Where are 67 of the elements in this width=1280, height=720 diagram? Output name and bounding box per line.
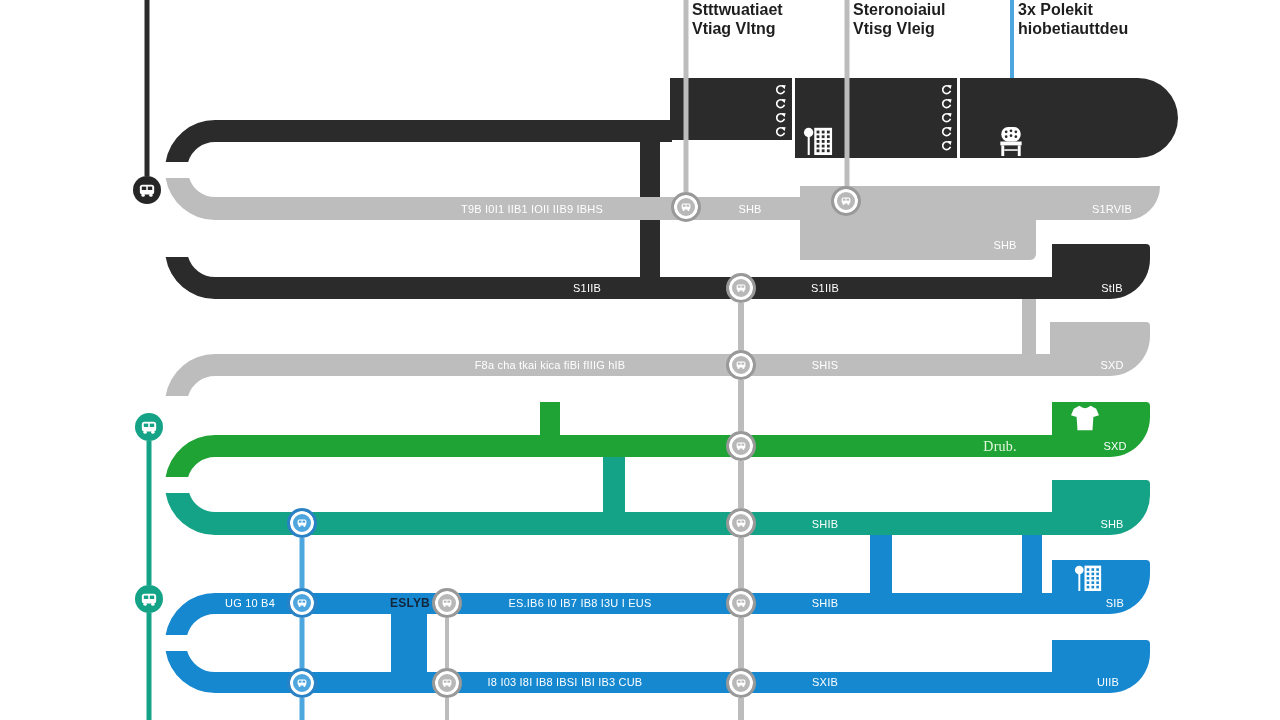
station-circle <box>287 668 317 698</box>
route-line <box>445 618 449 668</box>
route-label: Steronoiaiul Vtisg Vleig <box>841 0 963 38</box>
route-band <box>215 78 1178 158</box>
route-line <box>844 158 850 186</box>
track-connector <box>640 220 660 277</box>
route-line <box>144 0 150 176</box>
route-line <box>146 441 152 585</box>
station-circle <box>726 668 756 698</box>
track-connector <box>540 402 560 435</box>
route-line <box>738 303 744 350</box>
route-line <box>738 461 744 508</box>
band-label: SXD <box>1100 358 1124 372</box>
band-label: SHIB <box>811 596 839 610</box>
station-circle <box>726 508 756 538</box>
route-line <box>299 538 305 588</box>
band-label: StIB <box>1101 281 1123 295</box>
station-circle <box>726 588 756 618</box>
station-circle <box>133 176 161 204</box>
band-label: SHB <box>738 202 762 216</box>
route-line <box>738 618 744 668</box>
station-circle <box>135 413 163 441</box>
track-connector <box>640 158 660 197</box>
route-label: Stttwuatiaet Vtiag Vltng <box>680 0 802 38</box>
station-circle <box>671 192 701 222</box>
band-label: SHIB <box>811 517 839 531</box>
band-label: SXD <box>1103 439 1127 453</box>
route-line <box>146 613 152 720</box>
route-line <box>299 698 305 720</box>
route-line <box>299 618 305 668</box>
station-circle <box>432 588 462 618</box>
band-label: UG 10 B4 <box>225 596 275 610</box>
band-label: Drub. <box>983 438 1017 454</box>
station-circle <box>726 273 756 303</box>
band-label: SIB <box>1105 596 1125 610</box>
band-label: SXIB <box>812 675 838 689</box>
band-label: S1IIB <box>573 281 601 295</box>
band-label: F8a cha tkai kica fiBi fIIIG hIB <box>474 358 626 372</box>
track-connector <box>870 535 892 593</box>
route-line <box>683 158 689 192</box>
station-circle <box>726 350 756 380</box>
band-label: ES.IB6 I0 IB7 IB8 I3U I EUS <box>508 596 652 610</box>
band-label: T9B I0I1 IIB1 IOII IIB9 IBHS <box>461 202 603 216</box>
band-label: SHB <box>1100 517 1124 531</box>
route-line <box>1010 0 1014 78</box>
route-label: 3x Polekit hiobetiauttdeu <box>1006 0 1143 38</box>
track-connector <box>1022 299 1036 354</box>
band-label: SHB <box>993 238 1017 252</box>
band-label: ESLYB <box>390 596 430 610</box>
track-connector <box>1022 535 1042 593</box>
station-circle <box>287 508 317 538</box>
track-connector <box>391 614 427 672</box>
route-line <box>738 698 744 720</box>
band-label: SHIS <box>811 358 839 372</box>
band-label: UIIB <box>1096 675 1120 689</box>
track-connector <box>603 457 625 512</box>
band-label: S1RVIB <box>1091 202 1133 216</box>
route-block <box>800 220 1036 260</box>
station-circle <box>287 588 317 618</box>
route-line <box>445 698 449 720</box>
band-label: S1IIB <box>811 281 839 295</box>
station-circle <box>432 668 462 698</box>
route-line <box>738 380 744 431</box>
band-label: I8 I03 I8I IB8 IBSI IBI IB3 CUB <box>487 675 643 689</box>
station-circle <box>135 585 163 613</box>
station-circle <box>726 431 756 461</box>
route-line <box>738 538 744 588</box>
